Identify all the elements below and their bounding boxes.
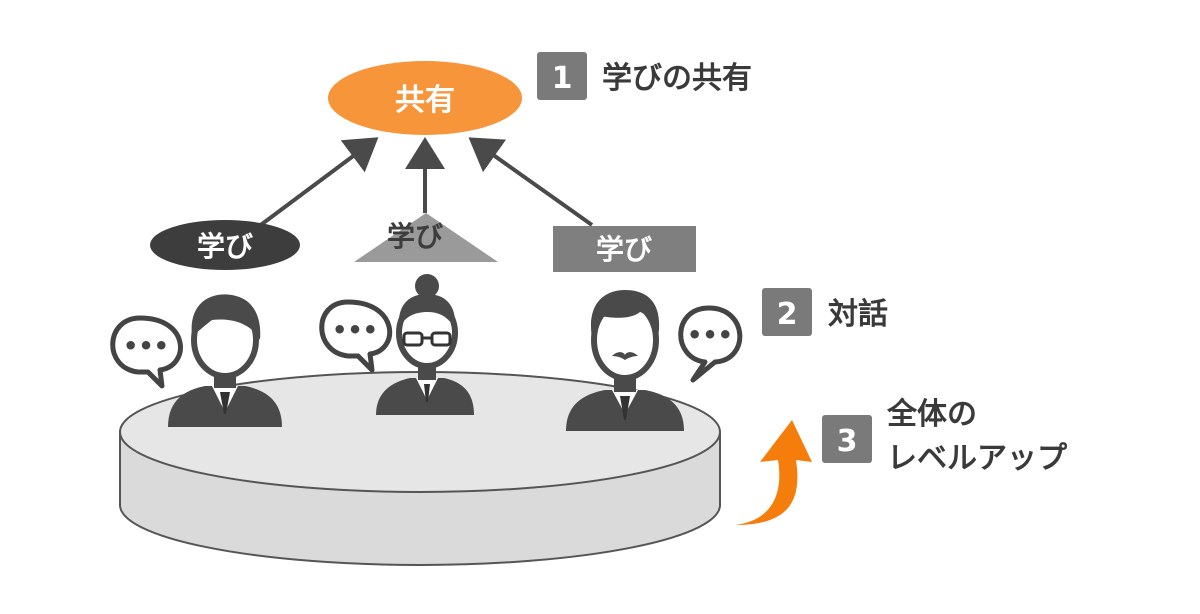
speech-bubble-dots: •••	[687, 321, 733, 349]
learning-label-2: 学び	[387, 220, 443, 253]
speech-bubble-dots: •••	[332, 316, 378, 344]
learning-ellipse: 学び	[150, 220, 300, 270]
person-icon	[376, 274, 474, 415]
learning-rectangle: 学び	[553, 226, 696, 272]
share-arrows	[256, 137, 594, 229]
speech-bubble-icon: •••	[110, 315, 183, 389]
step-2-label: 対話	[828, 297, 888, 332]
learning-label-3: 学び	[596, 233, 652, 266]
learning-triangle: 学び	[354, 213, 498, 262]
share-label: 共有	[395, 83, 455, 118]
step-1-number: 1	[552, 61, 573, 96]
speech-bubble-icon: •••	[678, 305, 743, 383]
learning-label-1: 学び	[197, 230, 253, 263]
step-3-label-line1: 全体の	[886, 397, 977, 432]
step-1: 1 学びの共有	[537, 52, 752, 100]
person-icon	[168, 294, 282, 427]
step-2: 2 対話	[762, 288, 888, 336]
step-3-label-line2: レベルアップ	[887, 441, 1068, 476]
step-3: 3 全体の レベルアップ	[822, 397, 1068, 476]
step-2-number: 2	[777, 297, 798, 332]
speech-bubble-dots: •••	[123, 332, 169, 360]
step-1-label: 学びの共有	[602, 61, 752, 96]
person-icon	[566, 290, 684, 431]
speech-bubble-icon: •••	[319, 299, 393, 373]
share-node: 共有	[328, 61, 522, 135]
level-up-arrow-icon	[735, 420, 812, 525]
step-3-number: 3	[837, 424, 858, 459]
